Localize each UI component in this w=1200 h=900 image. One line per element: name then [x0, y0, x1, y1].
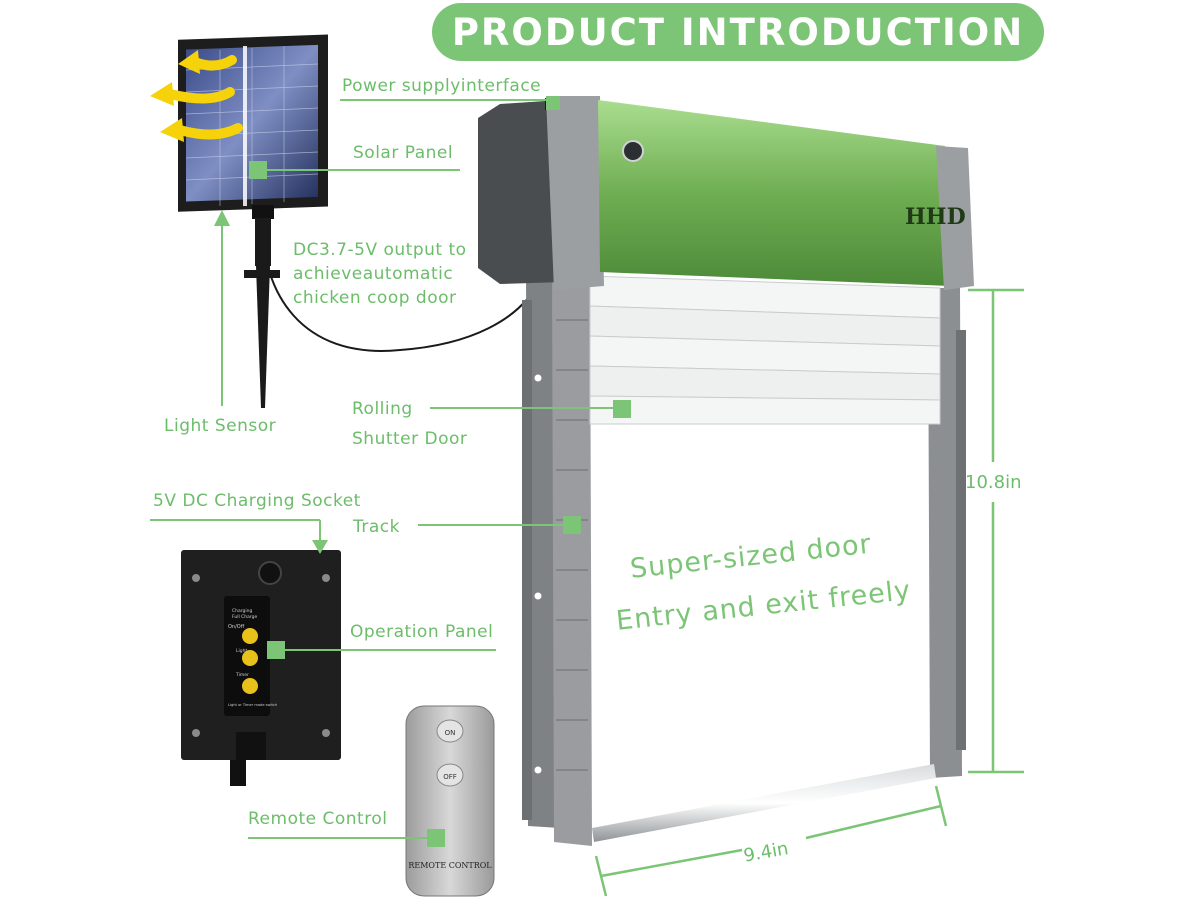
label-output-1: DC3.7-5V output to	[293, 240, 467, 260]
track-notches	[556, 319, 588, 771]
remote-off-button: OFF	[443, 773, 457, 781]
label-rolling: Rolling	[352, 399, 413, 419]
dimension-height: 10.8in	[965, 472, 1022, 493]
label-charging-socket: 5V DC Charging Socket	[153, 491, 361, 511]
panel-mode-text: Light or Timer mode switch	[228, 703, 277, 707]
dimension-lines	[594, 288, 1024, 897]
callout-markers	[249, 96, 631, 847]
remote-on-button: ON	[445, 729, 456, 737]
label-output-2: achieveautomatic	[293, 264, 454, 284]
coop-door	[478, 96, 974, 846]
leader-lines	[150, 99, 622, 839]
panel-timer-text: Timer	[235, 672, 249, 678]
remote-control-device	[405, 705, 495, 897]
operation-panel-box	[181, 550, 341, 786]
label-solar-panel: Solar Panel	[353, 143, 454, 163]
remote-label: REMOTE CONTROL	[408, 861, 492, 870]
light-sensor-arrow-icon	[214, 210, 230, 226]
socket-arrow-icon	[312, 540, 328, 554]
shutter-slats	[589, 275, 941, 425]
panel-light-text: Light	[236, 648, 247, 654]
panel-onoff-text: On/Off	[228, 624, 245, 630]
label-operation-panel: Operation Panel	[350, 622, 494, 642]
brand-logo: HHD	[905, 204, 966, 230]
label-shutter-door: Shutter Door	[352, 429, 468, 449]
label-power-supply: Power supplyinterface	[342, 76, 542, 96]
page-title: PRODUCT INTRODUCTION	[432, 3, 1044, 61]
solar-panel	[178, 34, 328, 408]
panel-full-text: Full Charge	[232, 614, 258, 620]
label-track: Track	[353, 517, 400, 537]
label-output-3: chicken coop door	[293, 288, 457, 308]
label-light-sensor: Light Sensor	[164, 416, 277, 436]
panel-charging-text: Charging	[232, 608, 252, 614]
label-remote-control: Remote Control	[248, 809, 388, 829]
